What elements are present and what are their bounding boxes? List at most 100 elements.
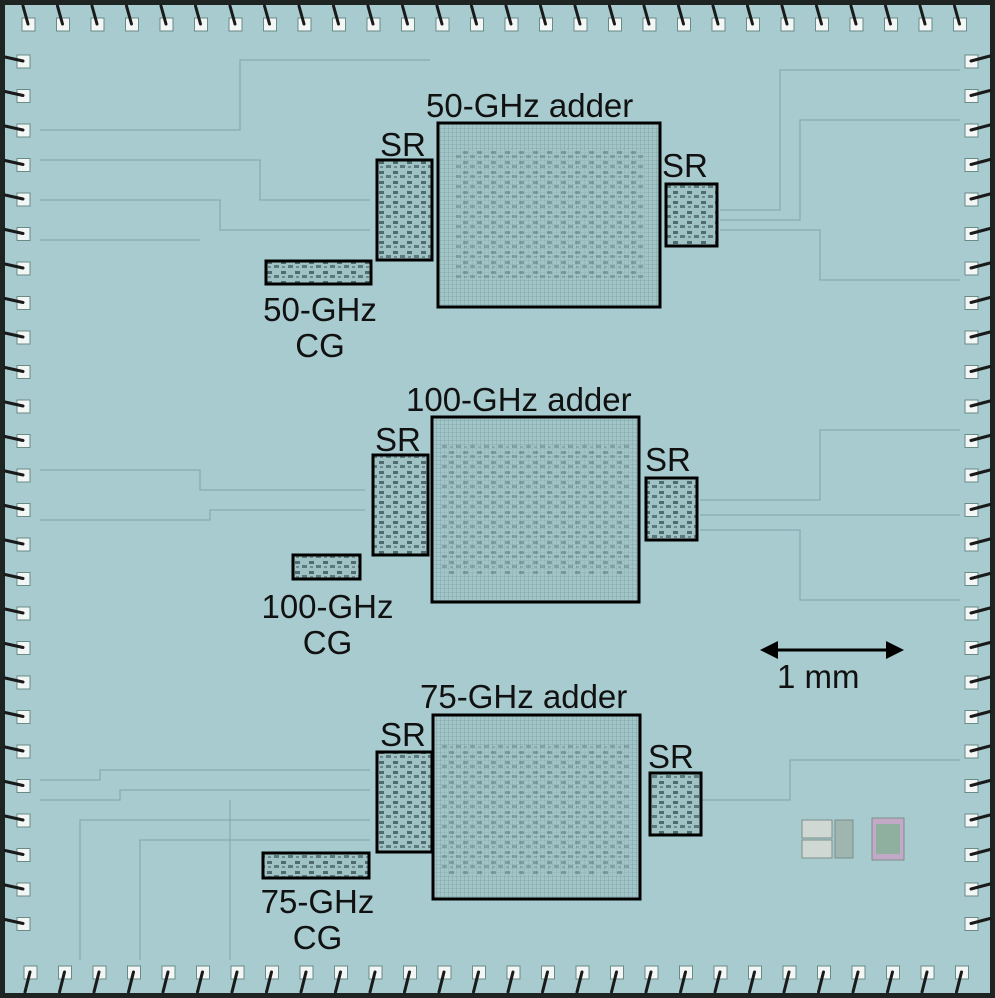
trace: [40, 199, 370, 231]
bond-wire: [851, 970, 860, 994]
adder-75ghz-block: [431, 713, 642, 901]
sr-input-100ghz-label: SR: [375, 421, 421, 458]
bond-wire: [3, 366, 25, 373]
bond-wire: [918, 4, 927, 26]
bond-wire: [849, 4, 858, 26]
trace: [40, 59, 430, 131]
bond-wire: [56, 4, 64, 26]
scale-bar-arrow: [760, 641, 904, 659]
bond-wire: [969, 779, 992, 787]
cg-50ghz-label-line1: 50-GHz: [263, 291, 377, 328]
bond-wire: [366, 4, 375, 26]
bond-wire: [3, 918, 25, 925]
bond-wire: [969, 123, 992, 132]
sr-output-100ghz-block: [644, 476, 699, 542]
trace: [40, 789, 370, 801]
trace: [79, 819, 370, 960]
bond-wire: [969, 365, 992, 373]
bond-wire: [90, 4, 99, 26]
bond-wire: [746, 4, 754, 26]
bond-wire: [608, 4, 616, 26]
bond-wire: [3, 297, 25, 304]
bond-wire: [711, 4, 720, 26]
trace: [700, 759, 960, 801]
bond-wire: [884, 4, 892, 26]
bond-wire: [953, 4, 961, 26]
bond-wire: [3, 55, 25, 63]
bond-wire: [297, 4, 306, 26]
bond-wire: [575, 970, 584, 994]
bond-wire: [969, 882, 992, 891]
bond-wire: [3, 90, 25, 97]
bond-wire: [642, 4, 651, 26]
bond-wire: [969, 261, 992, 270]
bond-wire: [969, 606, 992, 615]
bond-wire: [3, 159, 25, 166]
scale-bar-label: 1 mm: [777, 658, 860, 695]
sr-output-75ghz-block: [648, 771, 703, 837]
cg-75ghz-block: [261, 851, 371, 880]
bond-wire: [332, 4, 340, 26]
adder-50ghz-label: 50-GHz adder: [426, 87, 634, 124]
bond-wire: [3, 573, 25, 580]
sr-input-50ghz-block: [375, 158, 434, 262]
trace: [700, 429, 960, 501]
interconnect-traces: [40, 59, 960, 960]
bond-wire: [969, 537, 992, 546]
bond-wire: [969, 503, 992, 511]
trace: [40, 769, 370, 781]
bond-wire: [504, 4, 513, 26]
bond-wire: [610, 970, 618, 994]
bond-wire: [748, 970, 756, 994]
bond-wire: [920, 970, 929, 994]
trace: [40, 509, 365, 521]
bond-wire: [435, 4, 444, 26]
bond-wire: [969, 434, 992, 442]
bond-pads: [3, 4, 992, 994]
bond-wire: [969, 192, 992, 201]
bond-wire: [299, 970, 308, 994]
cg-75ghz-label-line2: CG: [292, 919, 343, 957]
bond-wire: [969, 641, 992, 649]
cg-50ghz-label-line2: CG: [295, 327, 345, 365]
bond-wire: [3, 745, 25, 753]
cg-100ghz-label-line2: CG: [302, 624, 353, 662]
bond-wire: [3, 676, 25, 684]
bond-wire: [196, 970, 204, 994]
cg-50ghz-block: [264, 259, 373, 286]
sr-input-75ghz-block: [375, 750, 434, 854]
bond-wire: [969, 813, 992, 822]
bond-wire: [782, 970, 791, 994]
bond-wire: [92, 970, 101, 994]
bond-wire: [573, 4, 582, 26]
bond-wire: [969, 917, 992, 925]
sr-output-75ghz-label: SR: [648, 738, 694, 775]
adder-100ghz-block: [430, 415, 641, 604]
cg-100ghz-label-line1: 100-GHz: [261, 588, 394, 625]
adder-50ghz-block: [436, 121, 662, 309]
bond-wire: [3, 331, 25, 339]
trace: [720, 229, 960, 281]
bond-wire: [368, 970, 377, 994]
bond-wire: [125, 4, 133, 26]
bond-wire: [3, 883, 25, 891]
bond-wire: [3, 642, 25, 649]
bond-wire: [3, 228, 25, 235]
bond-wire: [969, 468, 992, 477]
bond-wire: [58, 970, 66, 994]
cg-100ghz-block: [291, 553, 362, 581]
bond-wire: [3, 124, 25, 132]
bond-wire: [539, 4, 547, 26]
bond-wire: [3, 262, 25, 270]
bond-wire: [969, 399, 992, 408]
bond-wire: [969, 227, 992, 235]
bond-wire: [713, 970, 722, 994]
bond-wire: [815, 4, 823, 26]
test-structures: [801, 817, 905, 861]
bond-wire: [437, 970, 446, 994]
bond-wire: [506, 970, 515, 994]
bond-wire: [3, 711, 25, 718]
bond-wire: [969, 710, 992, 718]
bond-wire: [3, 780, 25, 787]
bond-wire: [265, 970, 273, 994]
